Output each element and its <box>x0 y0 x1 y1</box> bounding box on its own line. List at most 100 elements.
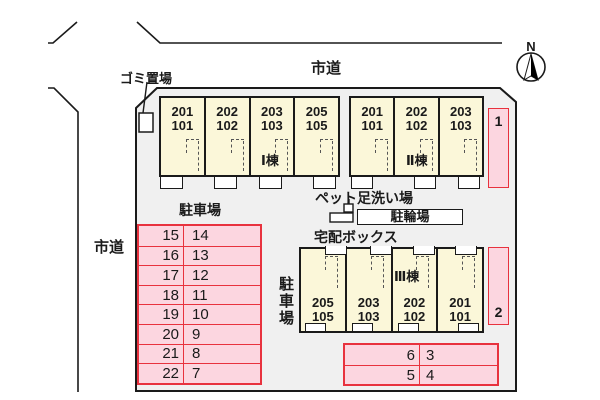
parking-cell: 22 <box>139 364 184 383</box>
unit-lower-number: 105 <box>305 117 328 133</box>
parking-cell: 7 <box>192 364 201 382</box>
unit-numbers: 202 102 <box>206 105 249 132</box>
entrance-notch <box>413 246 435 255</box>
parking-space-number: 2 <box>494 304 503 320</box>
parking-cell: 20 <box>139 324 184 344</box>
building-3-unit-2: 203 103 <box>347 249 393 331</box>
left-road-edge <box>48 87 79 392</box>
stair-icon <box>370 256 384 288</box>
stair-icon <box>185 139 199 171</box>
north-compass-icon: N <box>516 39 546 82</box>
stair-icon <box>416 256 430 288</box>
parking-space-number: 1 <box>494 113 503 129</box>
unit-lower-number: 103 <box>449 117 472 133</box>
unit-numbers: 202 102 <box>395 105 437 132</box>
parking-row: 17 12 <box>139 265 260 285</box>
entrance-notch <box>455 246 477 255</box>
unit-upper-number: 205 <box>305 104 328 119</box>
entrance-porch <box>414 176 436 189</box>
building-1-unit-4: 205 105 <box>295 98 338 175</box>
parking-space-2: 2 <box>488 247 509 325</box>
unit-lower-number: 101 <box>449 308 471 324</box>
stair-icon <box>463 139 477 171</box>
parking-table-left: 15 14 16 13 17 12 18 11 19 10 20 9 21 8 … <box>137 224 262 385</box>
delivery-box-shape <box>329 212 354 223</box>
unit-numbers: 205 105 <box>301 296 345 323</box>
stair-icon <box>419 139 433 171</box>
parking-row: 6 3 <box>345 345 497 365</box>
unit-lower-number: 105 <box>312 308 334 324</box>
parking-cell: 21 <box>139 344 184 364</box>
parking-lot-side-label: 駐車場 <box>277 276 294 327</box>
unit-upper-number: 202 <box>405 104 428 119</box>
unit-upper-number: 203 <box>449 104 472 119</box>
building-2-unit-1: 201 101 <box>351 98 396 175</box>
unit-upper-number: 201 <box>171 104 194 119</box>
unit-lower-number: 102 <box>216 117 238 133</box>
parking-row: 22 7 <box>139 363 260 383</box>
entrance-porch <box>214 176 237 189</box>
building-1: 201 101 202 102 203 103 205 105 <box>159 96 340 177</box>
stair-icon <box>375 139 389 171</box>
unit-numbers: 203 103 <box>347 296 391 323</box>
parking-cell: 16 <box>139 246 184 266</box>
entrance-notch <box>370 246 392 255</box>
unit-upper-number: 203 <box>261 104 283 119</box>
entrance-porch <box>351 176 373 189</box>
unit-numbers: 201 101 <box>351 105 393 132</box>
entrance-porch <box>352 323 373 332</box>
parking-cell: 12 <box>192 266 209 284</box>
parking-cell: 17 <box>139 266 184 285</box>
parking-cell: 10 <box>192 306 209 324</box>
building-3-unit-1: 205 105 <box>301 249 347 331</box>
parking-space-1: 1 <box>488 108 509 188</box>
building-3: 205 105 203 103 202 102 201 101 <box>299 247 484 333</box>
parking-row: 15 14 <box>139 226 260 246</box>
entrance-porch <box>305 323 326 332</box>
unit-numbers: 205 105 <box>295 105 338 132</box>
parking-cell: 18 <box>139 285 184 305</box>
unit-lower-number: 102 <box>403 308 426 324</box>
delivery-box-label: 宅配ボックス <box>314 229 398 245</box>
unit-numbers: 201 101 <box>161 105 204 132</box>
parking-cell: 5 <box>345 366 420 384</box>
garbage-leader-line <box>142 81 148 114</box>
unit-upper-number: 201 <box>361 104 384 119</box>
entrance-porch <box>160 176 183 189</box>
building-1-unit-2: 202 102 <box>206 98 251 175</box>
unit-upper-number: 203 <box>357 295 380 310</box>
parking-cell: 11 <box>192 286 208 304</box>
unit-upper-number: 205 <box>312 295 334 310</box>
building-3-unit-3: 202 102 <box>393 249 439 331</box>
parking-cell: 13 <box>192 247 209 265</box>
building-3-unit-4: 201 101 <box>438 249 482 331</box>
parking-cell: 15 <box>139 226 184 246</box>
bicycle-parking-box: 駐輪場 <box>357 209 463 225</box>
stair-icon <box>230 139 244 171</box>
unit-numbers: 202 102 <box>393 296 437 323</box>
pet-wash-label: ペット足洗い場 <box>315 190 413 206</box>
parking-cell: 14 <box>192 227 209 245</box>
pet-wash-station <box>343 203 354 213</box>
parking-cell: 9 <box>192 325 201 343</box>
unit-lower-number: 101 <box>361 117 384 133</box>
stair-icon <box>462 256 475 288</box>
entrance-notch <box>325 246 347 255</box>
building-2-unit-2: 202 102 <box>395 98 440 175</box>
stair-icon <box>324 256 338 288</box>
top-road-edge <box>136 21 502 44</box>
garbage-area-label: ゴミ置場 <box>120 71 173 86</box>
stair-icon <box>320 139 333 171</box>
entrance-porch <box>398 323 419 332</box>
unit-lower-number: 103 <box>357 308 380 324</box>
parking-cell: 3 <box>426 346 435 364</box>
entrance-porch <box>458 323 479 332</box>
parking-row: 18 11 <box>139 284 260 305</box>
building-2-name: Ⅱ棟 <box>406 153 428 168</box>
parking-row: 20 9 <box>139 323 260 344</box>
compass-north-label: N <box>526 39 535 54</box>
parking-row: 16 13 <box>139 245 260 266</box>
parking-row: 21 8 <box>139 343 260 364</box>
unit-lower-number: 101 <box>171 117 194 133</box>
